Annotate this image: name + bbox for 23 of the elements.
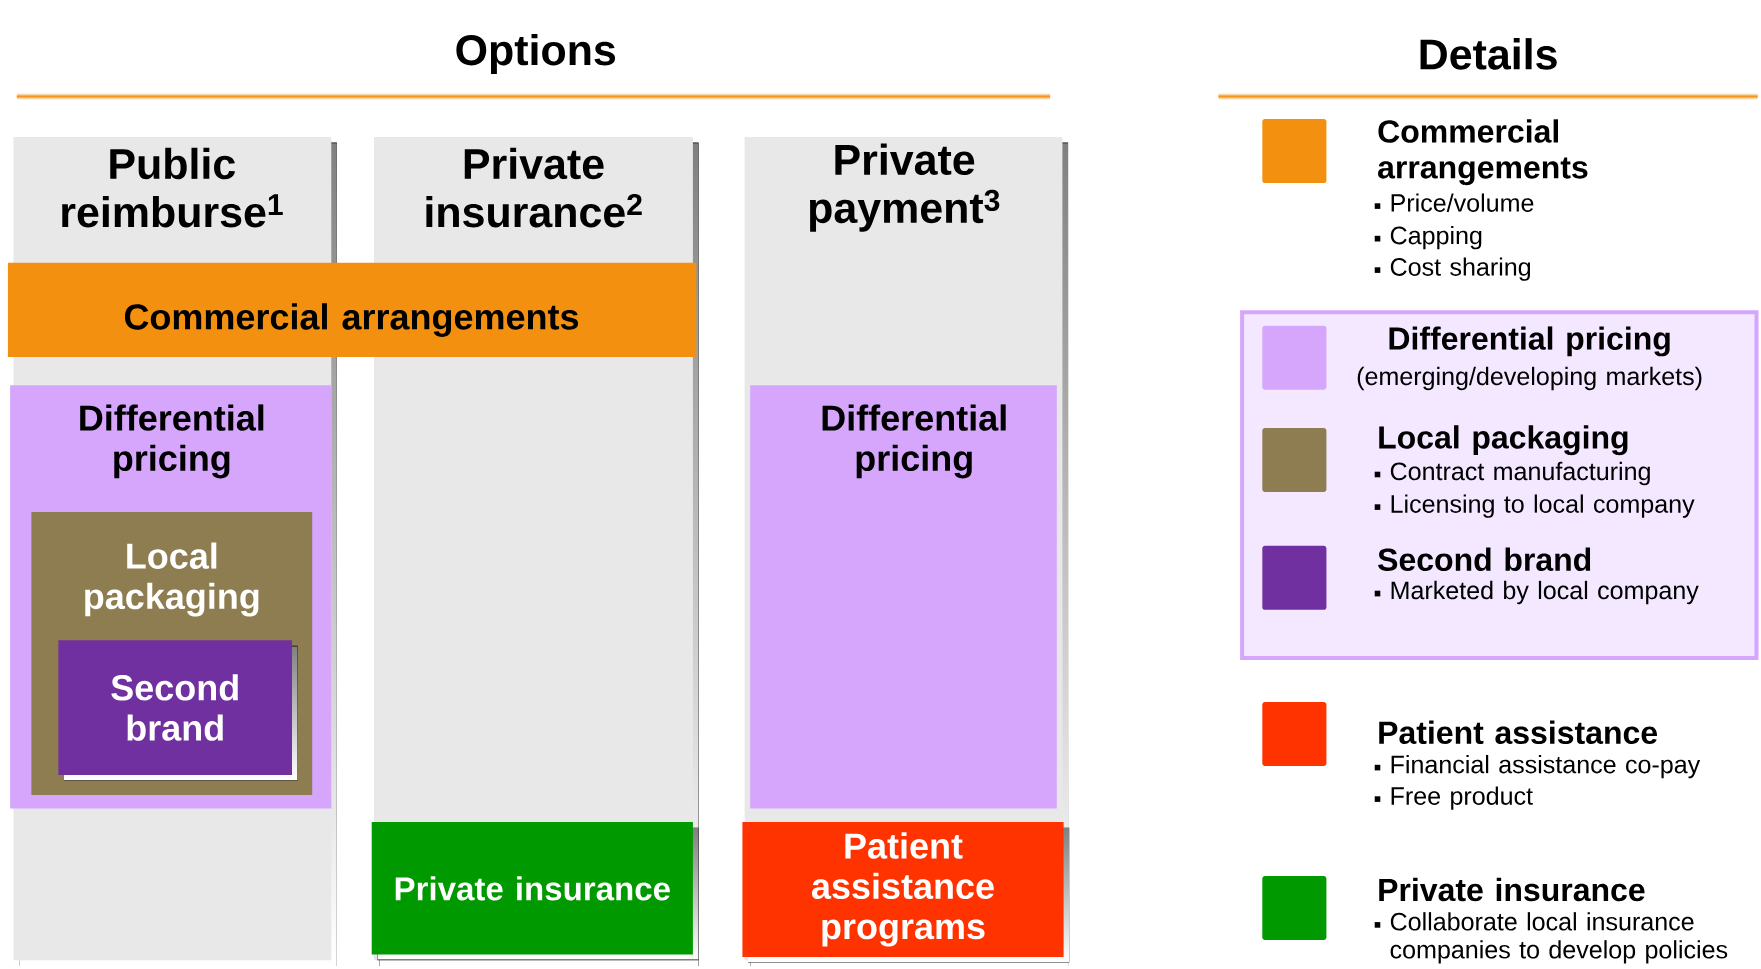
bullet-item: Marketed by local company xyxy=(1374,580,1699,605)
legend-heading: Differential pricing xyxy=(1389,326,1670,357)
bullet-item: Contract manufacturing xyxy=(1374,461,1650,486)
bullet-item: Collaborate local insurance companies to develop policies xyxy=(1374,912,1728,964)
bullet-item: Free product xyxy=(1374,786,1533,810)
bullet-item: Capping xyxy=(1374,225,1482,250)
bullet-item: Licensing to local company xyxy=(1374,494,1695,518)
legend-heading: Local packaging xyxy=(1379,425,1628,456)
option-box: Differential pricing xyxy=(750,385,1057,809)
bullet-item: Cost sharing xyxy=(1374,257,1531,281)
option-box: Patient assistance programs xyxy=(742,822,1070,963)
option-box: Private insurance xyxy=(371,822,699,961)
bullet-item: Price/volume xyxy=(1374,193,1534,212)
note-text: (emerging/developing markets) xyxy=(1357,366,1702,391)
option-bar: Commercial arrangements xyxy=(7,262,697,358)
option-box: Second brand xyxy=(58,640,298,781)
legend-heading: Second brand xyxy=(1378,547,1591,572)
header-band: Options xyxy=(15,11,1052,100)
bullet-item: Financial assistance co-pay xyxy=(1374,754,1701,779)
legend-heading: Commercial arrangements xyxy=(1378,119,1588,186)
header-band: Details xyxy=(1217,11,1759,100)
legend-heading: Patient assistance xyxy=(1379,720,1658,745)
legend-heading: Private insurance xyxy=(1379,877,1645,902)
